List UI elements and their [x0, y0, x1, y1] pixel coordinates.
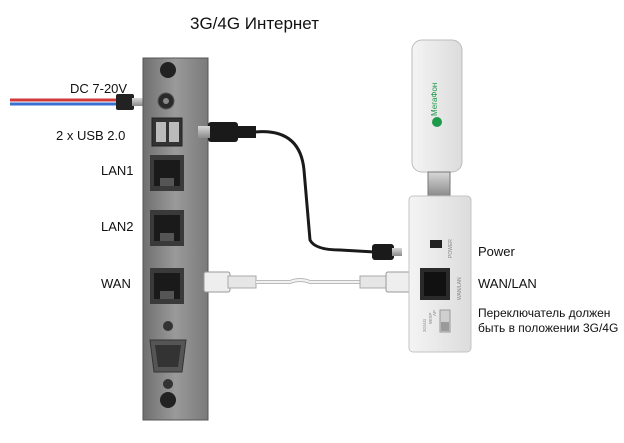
wan-port: [150, 268, 184, 304]
lan2-label: LAN2: [101, 219, 134, 234]
modem-logo-icon: [432, 117, 442, 127]
mode-3g4g-label: 3G/4G: [422, 318, 427, 332]
usb-ports: [151, 117, 183, 147]
dc-label: DC 7-20V: [70, 81, 128, 96]
wan-label: WAN: [101, 276, 131, 291]
mode-wisp-label: WISP: [428, 312, 433, 324]
dc-power-cable: [10, 94, 144, 110]
dc-jack: [157, 92, 175, 110]
lan2-port: [150, 210, 184, 246]
usb-modem: МегаФон: [411, 39, 463, 197]
lan1-label: LAN1: [101, 163, 134, 178]
power-port-label: POWER: [448, 239, 454, 258]
modem-brand: МегаФон: [430, 83, 439, 116]
usb-cable: [198, 122, 402, 260]
switch-note: Переключатель должен быть в положении 3G…: [478, 306, 619, 335]
mode-switch: [439, 309, 451, 333]
power-label: Power: [478, 244, 515, 259]
lan1-port: [150, 155, 184, 191]
wanlan-label: WAN/LAN: [478, 276, 537, 291]
wanlan-port-label: WAN/LAN: [457, 277, 463, 300]
mini-router: POWER WAN/LAN 3G/4G WISP AP: [408, 195, 472, 353]
router-back-panel: [142, 57, 209, 421]
diagram-title: 3G/4G Интернет: [190, 14, 319, 33]
usb-label: 2 x USB 2.0: [56, 128, 126, 143]
ethernet-cable: [203, 271, 413, 293]
serial-port: [149, 321, 187, 389]
mode-ap-label: AP: [432, 310, 437, 316]
power-port-icon: [430, 240, 442, 248]
